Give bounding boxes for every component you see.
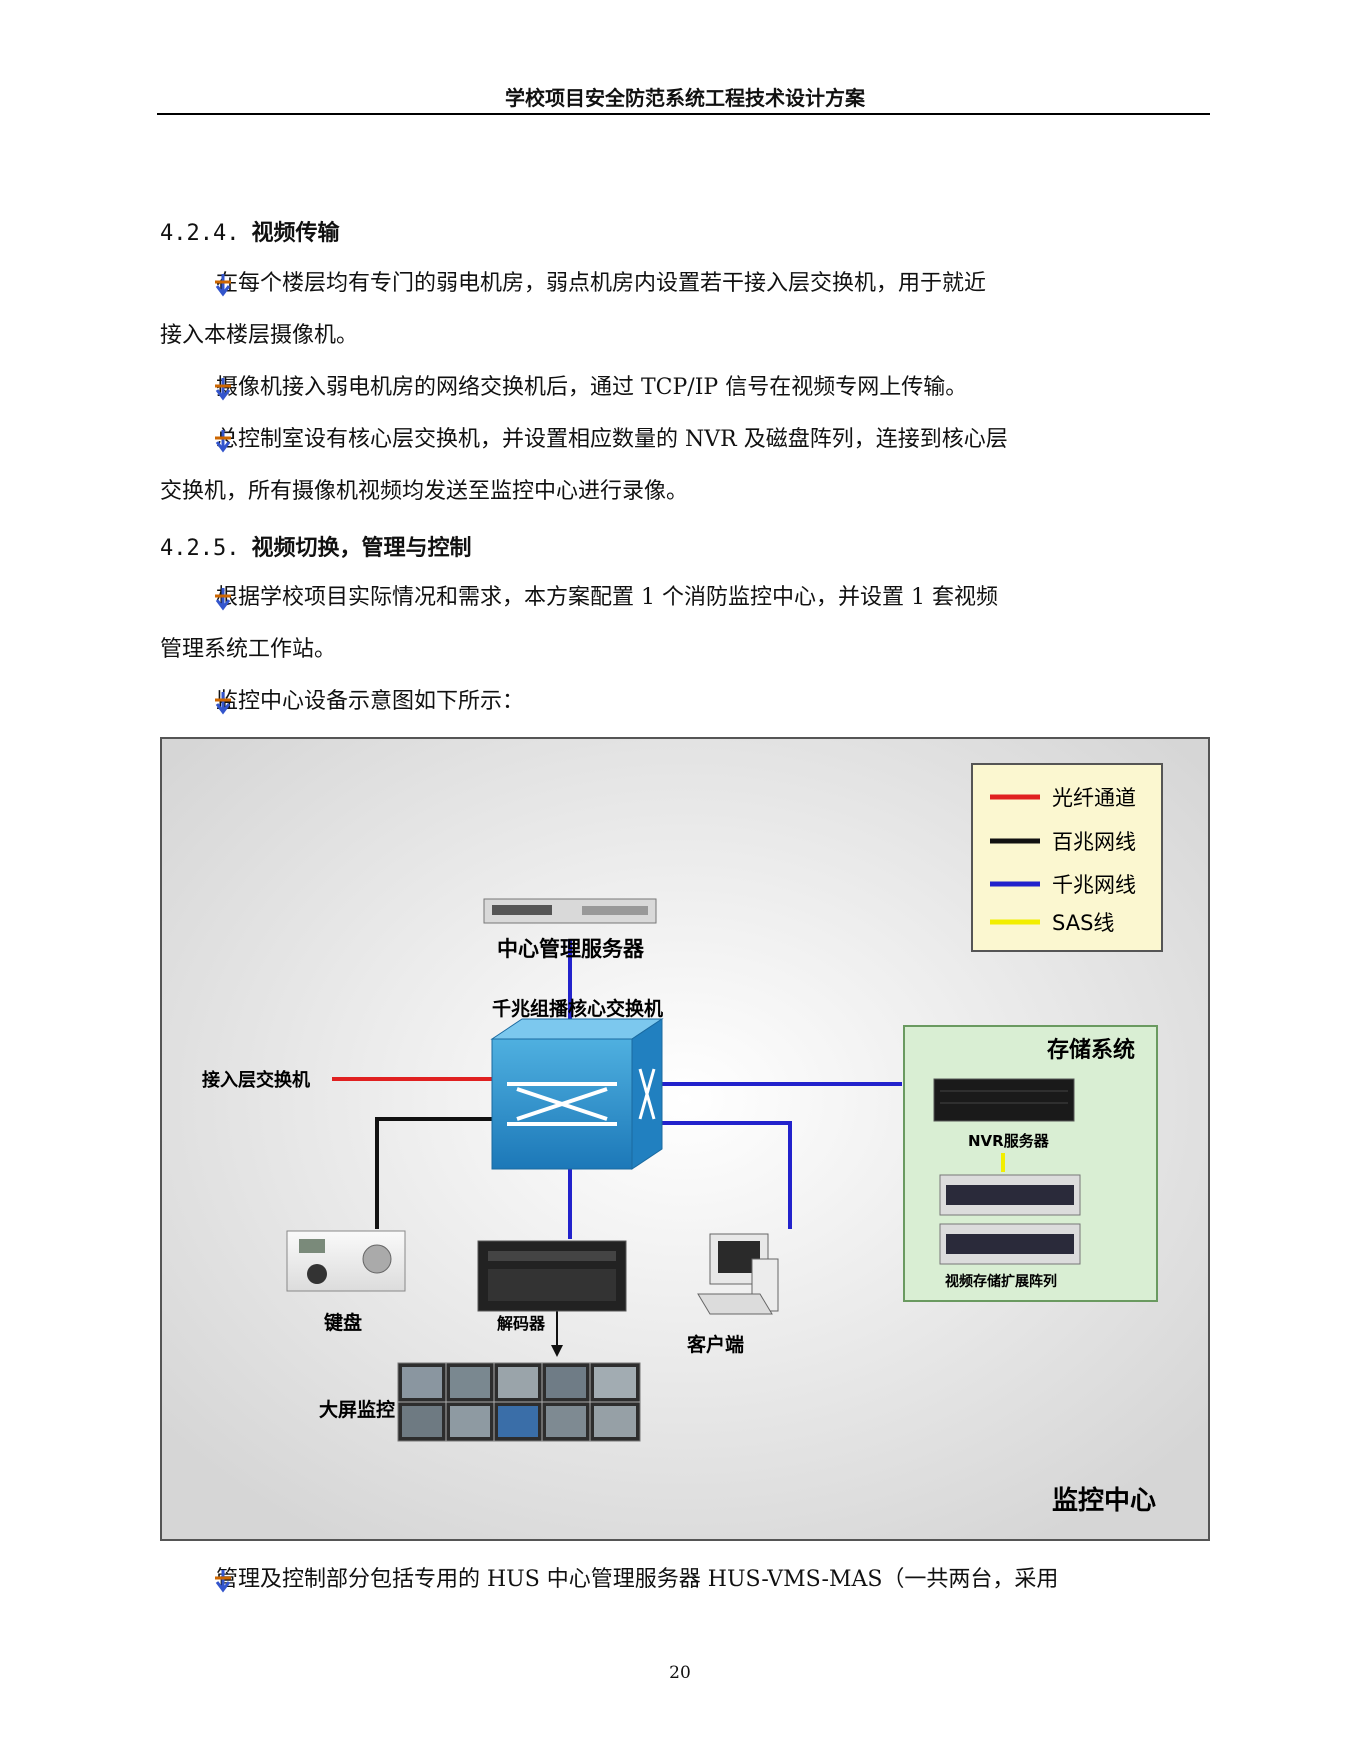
paragraph-line: 监控中心设备示意图如下所示： (160, 676, 1206, 728)
client-device: 客户端 (687, 1233, 779, 1356)
link-keyboard-switch (375, 1117, 492, 1229)
bullet-arrow-icon (215, 692, 231, 715)
paragraph-line: 交换机，所有摄像机视频均发送至监控中心进行录像。 (160, 479, 689, 504)
diagram-canvas: 光纤通道 百兆网线 千兆网线 SAS线 中心管理服务器 千兆组播核心交换机 (162, 739, 1208, 1539)
bullet-arrow-icon (215, 430, 231, 453)
paragraph-line: 总控制室设有核心层交换机，并设置相应数量的 NVR 及磁盘阵列，连接到核心层 (160, 414, 1206, 466)
server-label: 中心管理服务器 (497, 937, 645, 961)
nvr-label: NVR服务器 (968, 1132, 1050, 1150)
legend: 光纤通道 百兆网线 千兆网线 SAS线 (971, 763, 1163, 952)
page-header-title: 学校项目安全防范系统工程技术设计方案 (505, 86, 865, 110)
video-wall: 大屏监控 (319, 1362, 641, 1442)
section-number: 4.2.4. (160, 221, 240, 246)
header-rule (157, 113, 1210, 115)
legend-label: 千兆网线 (1052, 873, 1136, 897)
section-title: 视频切换，管理与控制 (251, 535, 472, 561)
core-switch: 千兆组播核心交换机 (490, 997, 664, 1170)
legend-label: 百兆网线 (1052, 830, 1136, 854)
paragraph-line: 摄像机接入弱电机房的网络交换机后，通过 TCP/IP 信号在视频专网上传输。 (160, 362, 1206, 414)
paragraph-line: 在每个楼层均有专门的弱电机房，弱点机房内设置若干接入层交换机，用于就近 (160, 258, 1206, 310)
page-number: 20 (669, 1663, 691, 1683)
decoder-label: 解码器 (497, 1314, 546, 1333)
center-label: 监控中心 (1052, 1486, 1156, 1516)
keyboard-label: 键盘 (323, 1311, 362, 1334)
bullet-arrow-icon (215, 588, 231, 611)
section-heading-4-2-4: 4.2.4. 视频传输 (160, 215, 340, 247)
paragraph-line: 根据学校项目实际情况和需求，本方案配置 1 个消防监控中心，并设置 1 套视频 (160, 572, 1206, 624)
access-switch-label: 接入层交换机 (202, 1069, 310, 1091)
client-label: 客户端 (687, 1333, 744, 1356)
paragraph-4: 根据学校项目实际情况和需求，本方案配置 1 个消防监控中心，并设置 1 套视频 … (160, 572, 1206, 676)
paragraph-6: 管理及控制部分包括专用的 HUS 中心管理服务器 HUS-VMS-MAS（一共两… (160, 1554, 1206, 1606)
paragraph-line: 管理系统工作站。 (160, 637, 337, 662)
paragraph-2: 摄像机接入弱电机房的网络交换机后，通过 TCP/IP 信号在视频专网上传输。 (160, 362, 1206, 414)
legend-label: SAS线 (1052, 911, 1114, 935)
paragraph-5: 监控中心设备示意图如下所示： (160, 676, 1206, 728)
screen-label: 大屏监控 (319, 1398, 395, 1421)
keyboard-device: 键盘 (286, 1230, 406, 1334)
paragraph-1: 在每个楼层均有专门的弱电机房，弱点机房内设置若干接入层交换机，用于就近 接入本楼… (160, 258, 1206, 362)
paragraph-line: 管理及控制部分包括专用的 HUS 中心管理服务器 HUS-VMS-MAS（一共两… (160, 1554, 1206, 1606)
paragraph-line: 接入本楼层摄像机。 (160, 323, 359, 348)
legend-label: 光纤通道 (1052, 786, 1136, 810)
section-heading-4-2-5: 4.2.5. 视频切换，管理与控制 (160, 530, 472, 562)
monitoring-center-diagram: 光纤通道 百兆网线 千兆网线 SAS线 中心管理服务器 千兆组播核心交换机 (160, 737, 1210, 1541)
section-number: 4.2.5. (160, 536, 240, 561)
decoder-device: 解码器 (477, 1240, 627, 1333)
central-server: 中心管理服务器 (483, 898, 657, 961)
bullet-arrow-icon (215, 1570, 231, 1593)
section-title: 视频传输 (251, 220, 340, 246)
storage-title: 存储系统 (1047, 1037, 1135, 1063)
connections (332, 939, 902, 1357)
array-label: 视频存储扩展阵列 (945, 1273, 1057, 1290)
bullet-arrow-icon (215, 274, 231, 297)
storage-system: 存储系统 NVR服务器 视频存储扩展阵列 (903, 1025, 1158, 1302)
switch-label: 千兆组播核心交换机 (492, 997, 663, 1020)
paragraph-3: 总控制室设有核心层交换机，并设置相应数量的 NVR 及磁盘阵列，连接到核心层 交… (160, 414, 1206, 518)
link-client-switch (662, 1121, 792, 1229)
bullet-arrow-icon (215, 378, 231, 401)
